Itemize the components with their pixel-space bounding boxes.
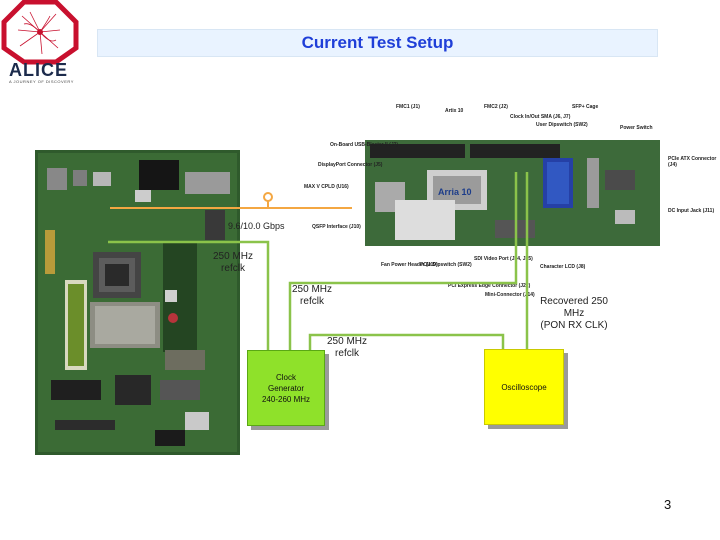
logo-tagline: A JOURNEY OF DISCOVERY: [9, 79, 74, 84]
callout-fan-power: Fan Power Header (J19): [381, 262, 438, 268]
callout-sfp: SFP+ Cage: [572, 104, 599, 110]
left-fpga-board: [35, 150, 240, 455]
fiber-loop-icon: [263, 192, 273, 202]
svg-text:Arria 10: Arria 10: [438, 187, 472, 197]
callout-user-dipswitch: User Dipswitch (SW2): [536, 122, 588, 128]
label-refclk-3: 250 MHz refclk: [326, 336, 367, 359]
refclk-line-scope: [308, 333, 505, 350]
callout-pcie-edge: PCI Express Edge Connector (J22): [448, 283, 531, 289]
callout-displayport: DisplayPort Connector (J5): [318, 162, 383, 168]
alice-logo: ALICE A JOURNEY OF DISCOVERY: [0, 0, 80, 88]
logo-text: ALICE: [9, 60, 68, 80]
title-banner: Current Test Setup: [97, 29, 658, 57]
callout-power-switch: Power Switch: [620, 125, 653, 131]
callout-qsfp: QSFP Interface (J10): [312, 224, 361, 230]
callout-clock-sma: Clock In/Out SMA (J6, J7): [510, 114, 571, 120]
arria10-board: Arria 10: [365, 140, 660, 246]
refclk-line-right: [288, 172, 518, 350]
label-refclk-1: 250 MHz refclk: [212, 251, 253, 274]
label-recovered-clk: Recovered 250 MHz (PON RX CLK): [540, 296, 608, 331]
alice-emblem-icon: [1, 0, 79, 65]
refclk-line-left: [108, 240, 270, 350]
callout-sdi: SDI Video Port (J24, J25): [474, 256, 533, 262]
label-refclk-2: 250 MHz refclk: [291, 284, 332, 307]
callout-maxv: MAX V CPLD (U16): [304, 184, 349, 190]
callout-mini-connector: Mini-Connector (J14): [485, 292, 535, 298]
oscilloscope-box: Oscilloscope: [484, 349, 564, 425]
callout-pcie-atx: PCIe ATX Connector (J4): [668, 156, 717, 168]
callout-char-lcd: Character LCD (J8): [540, 264, 586, 270]
callout-usb-blaster: On-Board USB-Blaster II (J3): [330, 142, 399, 148]
page-number: 3: [664, 497, 672, 512]
clock-generator-box: Clock Generator 240-260 MHz: [247, 350, 325, 426]
callout-pcie-dipswitch: PCIe Dipswitch (SW2): [420, 262, 472, 268]
slide-title: Current Test Setup: [301, 33, 454, 52]
callout-fmc2: FMC2 (J2): [484, 104, 508, 110]
callout-arria10: Artix 10: [445, 108, 464, 114]
callout-dc-input: DC Input Jack (J11): [668, 208, 715, 214]
callout-fmc1: FMC1 (J1): [396, 104, 420, 110]
label-link-rate: 9.6/10.0 Gbps: [228, 221, 285, 231]
